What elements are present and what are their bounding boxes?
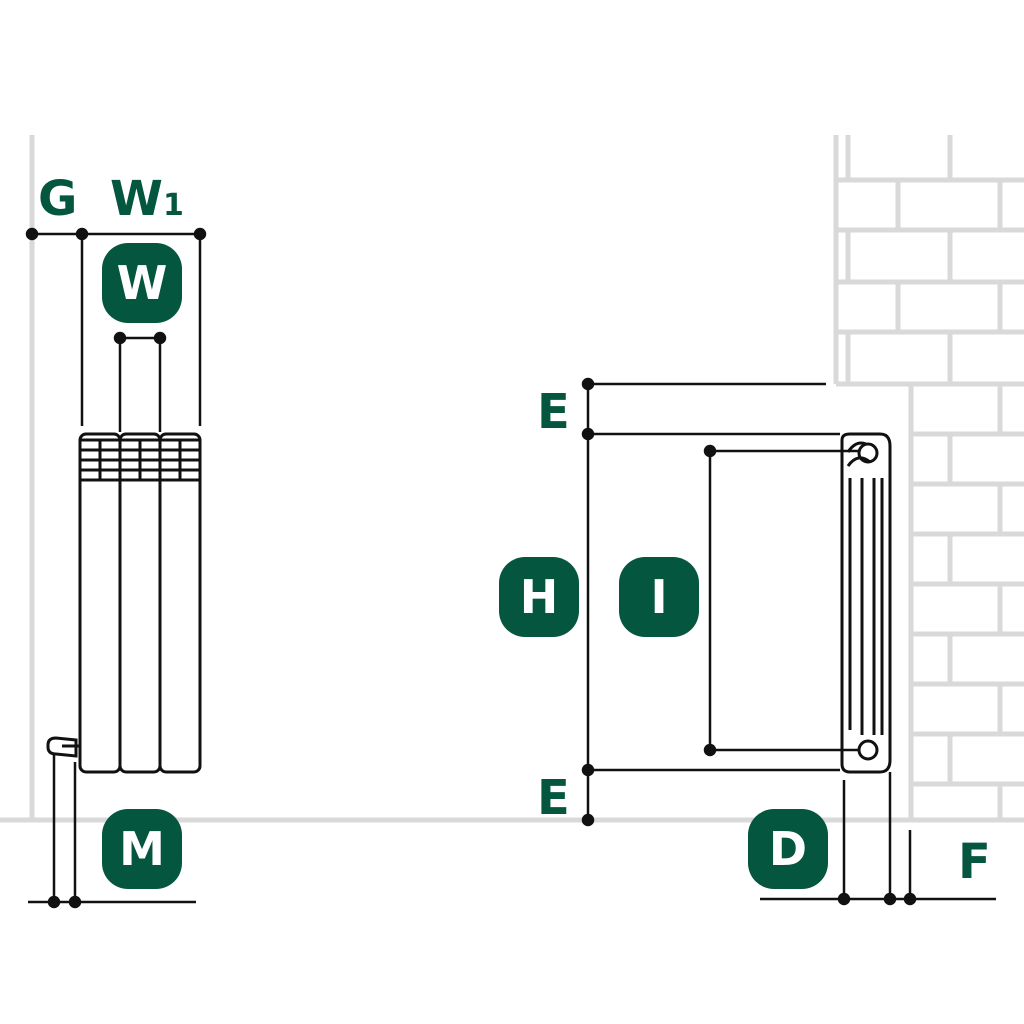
badge-d-text: D xyxy=(769,822,807,876)
badge-w: W xyxy=(102,243,182,323)
bottom-pipe-icon xyxy=(857,739,879,761)
badge-m: M xyxy=(102,809,182,889)
label-w1: W1 xyxy=(110,171,184,227)
radiator-side-view xyxy=(840,432,892,774)
label-e-bottom: E xyxy=(537,770,570,826)
badge-h: H xyxy=(499,557,579,637)
radiator-section-3 xyxy=(158,432,202,774)
label-w1-main: W xyxy=(110,171,163,227)
badge-w-text: W xyxy=(117,256,168,310)
label-g: G xyxy=(38,171,77,227)
side-dimensions xyxy=(581,377,996,906)
badge-m-text: M xyxy=(119,822,165,876)
badge-d: D xyxy=(748,809,828,889)
label-e-top: E xyxy=(537,384,570,440)
radiator-section-2 xyxy=(118,432,162,774)
badge-i: I xyxy=(619,557,699,637)
radiator-section-1 xyxy=(78,432,122,774)
brick-wall xyxy=(833,135,1024,822)
badge-h-text: H xyxy=(520,570,559,624)
front-dimensions xyxy=(25,227,207,909)
label-f: F xyxy=(958,834,991,890)
radiator-front-view xyxy=(46,432,202,774)
label-w1-sub: 1 xyxy=(163,188,184,223)
badge-i-text: I xyxy=(650,570,667,624)
